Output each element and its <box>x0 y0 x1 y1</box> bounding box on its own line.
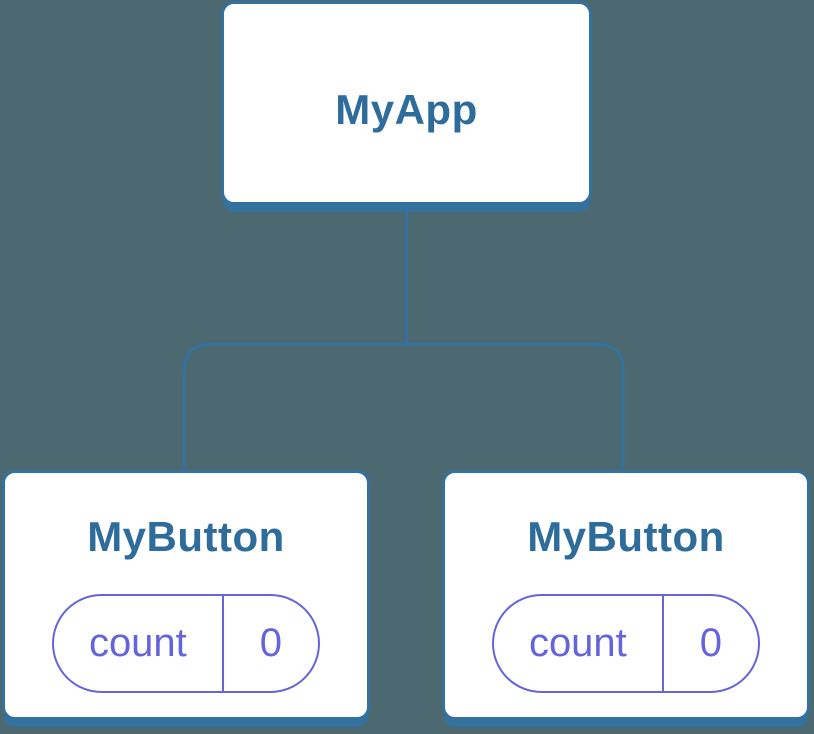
child-card-left: MyButton count 0 <box>2 470 370 720</box>
component-label: MyButton <box>527 513 725 560</box>
child-card-right: MyButton count 0 <box>442 470 810 720</box>
component-label: MyButton <box>87 513 285 560</box>
state-pill: count 0 <box>52 594 320 693</box>
root-component-label: MyApp <box>335 86 478 133</box>
state-pill: count 0 <box>492 594 760 693</box>
state-key-label: count <box>54 596 224 691</box>
root-component-card: MyApp <box>221 1 592 205</box>
state-value-label: 0 <box>259 621 282 665</box>
state-key-label: count <box>494 596 664 691</box>
branch-connector-path <box>183 343 625 470</box>
state-value-label: 0 <box>699 621 722 665</box>
